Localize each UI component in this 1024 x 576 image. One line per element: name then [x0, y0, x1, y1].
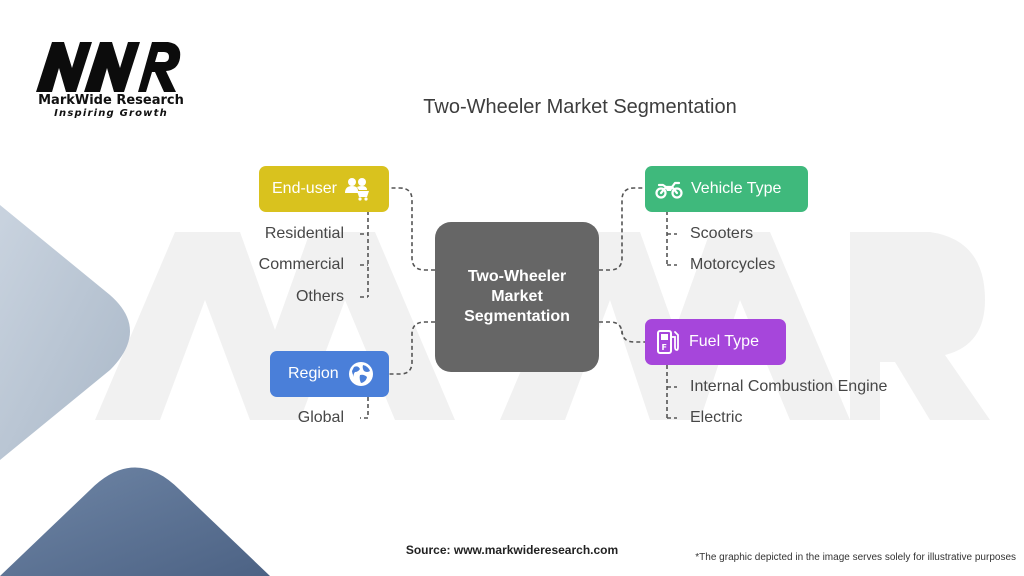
- end-user-item-commercial: Commercial: [258, 256, 344, 273]
- disclaimer-note: *The graphic depicted in the image serve…: [695, 552, 1016, 563]
- end-user-item-residential: Residential: [264, 225, 344, 242]
- logo-name: MarkWide Research: [38, 93, 184, 108]
- segment-vehicle-type: Vehicle Type: [645, 166, 808, 212]
- segment-end-user-label: End-user: [272, 180, 337, 197]
- segment-fuel-type-label: Fuel Type: [689, 333, 759, 350]
- people-cart-icon: [344, 177, 371, 201]
- segment-fuel-type: F Fuel Type: [645, 319, 786, 365]
- decor-light-shape: [0, 205, 130, 460]
- segment-end-user: End-user: [259, 166, 389, 212]
- end-user-item-others: Others: [295, 288, 344, 305]
- region-item-global: Global: [297, 409, 344, 426]
- logo-tagline: Inspiring Growth: [54, 108, 168, 119]
- svg-text:F: F: [662, 343, 667, 352]
- motorcycle-icon: [655, 179, 683, 199]
- fuel-item-internal-combustion-engine: Internal Combustion Engine: [690, 378, 888, 395]
- diagram-title: Two-Wheeler Market Segmentation: [423, 96, 737, 118]
- decor-dark-shape: [0, 467, 270, 576]
- center-node-label: Two-Wheeler Market Segmentation: [464, 268, 570, 325]
- source-note: Source: www.markwideresearch.com: [405, 543, 619, 557]
- connectors: [360, 187, 677, 419]
- segment-region-label: Region: [288, 365, 339, 382]
- fuel-pump-icon: F: [657, 329, 679, 355]
- center-node: Two-Wheeler Market Segmentation: [435, 222, 599, 372]
- vehicle-item-motorcycles: Motorcycles: [690, 256, 776, 273]
- segment-region: Region: [270, 351, 389, 397]
- segment-vehicle-type-label: Vehicle Type: [691, 180, 782, 197]
- vehicle-item-scooters: Scooters: [690, 225, 754, 242]
- mwr-logo-mark: [36, 42, 181, 92]
- fuel-item-electric: Electric: [690, 409, 743, 426]
- globe-icon: [348, 361, 374, 387]
